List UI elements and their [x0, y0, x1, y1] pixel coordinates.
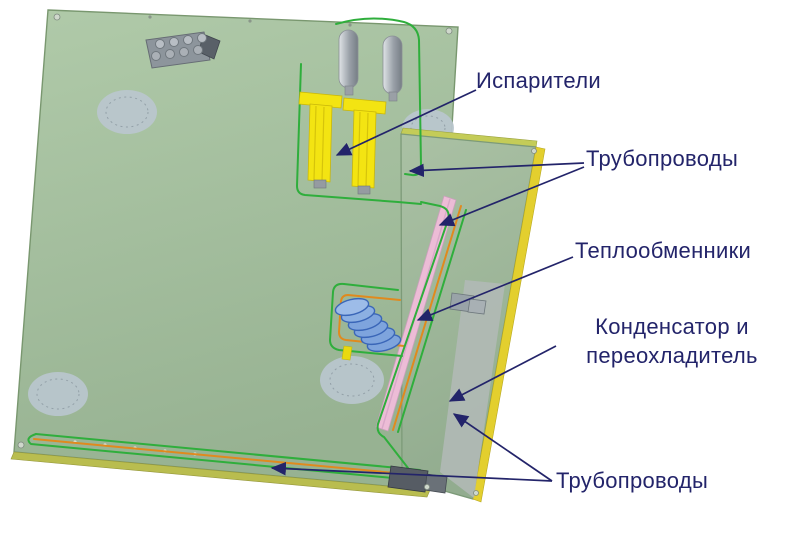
label-evaporators: Испарители: [476, 68, 601, 93]
condenser-fitting: [467, 298, 487, 315]
condenser-coil: [334, 297, 402, 361]
arrow-heat-exchangers: [416, 256, 574, 322]
evaporator-2: [342, 35, 403, 195]
arrow-condenser: [448, 345, 557, 402]
annotation-arrows: [270, 89, 585, 482]
label-condenser-line2: переохладитель: [586, 343, 758, 368]
accumulator-cylinder: [382, 35, 403, 95]
arrow-pipelines-top-2: [438, 166, 585, 227]
label-pipelines-top: Трубопроводы: [586, 146, 739, 171]
arrow-pipelines-bottom-2: [452, 413, 553, 482]
label-heat-exchangers: Теплообменники: [575, 238, 752, 263]
arrow-pipelines-bottom-1: [270, 461, 553, 482]
coil-fitting: [341, 345, 353, 361]
mounting-pads: [28, 90, 454, 416]
connector-block: [145, 31, 221, 69]
label-condenser-subcooler: Конденсатор и переохладитель: [548, 312, 796, 370]
accumulator-cylinder: [338, 29, 359, 89]
mounting-pad: [97, 90, 157, 134]
arrow-pipelines-top-1: [408, 162, 585, 178]
label-pipelines-bottom: Трубопроводы: [556, 468, 709, 493]
secondary-panel: [400, 127, 546, 503]
label-condenser-line1: Конденсатор и: [595, 314, 749, 339]
evaporator-1: [298, 29, 359, 189]
main-panel-bottom-edge: [10, 451, 431, 498]
bottom-connectors: [387, 465, 448, 494]
evaporators: [298, 29, 403, 195]
secondary-panel-yellow-edge: [472, 146, 546, 503]
mounting-pad: [28, 372, 88, 416]
mounting-pad: [320, 356, 384, 404]
arrow-evaporators: [335, 89, 477, 156]
